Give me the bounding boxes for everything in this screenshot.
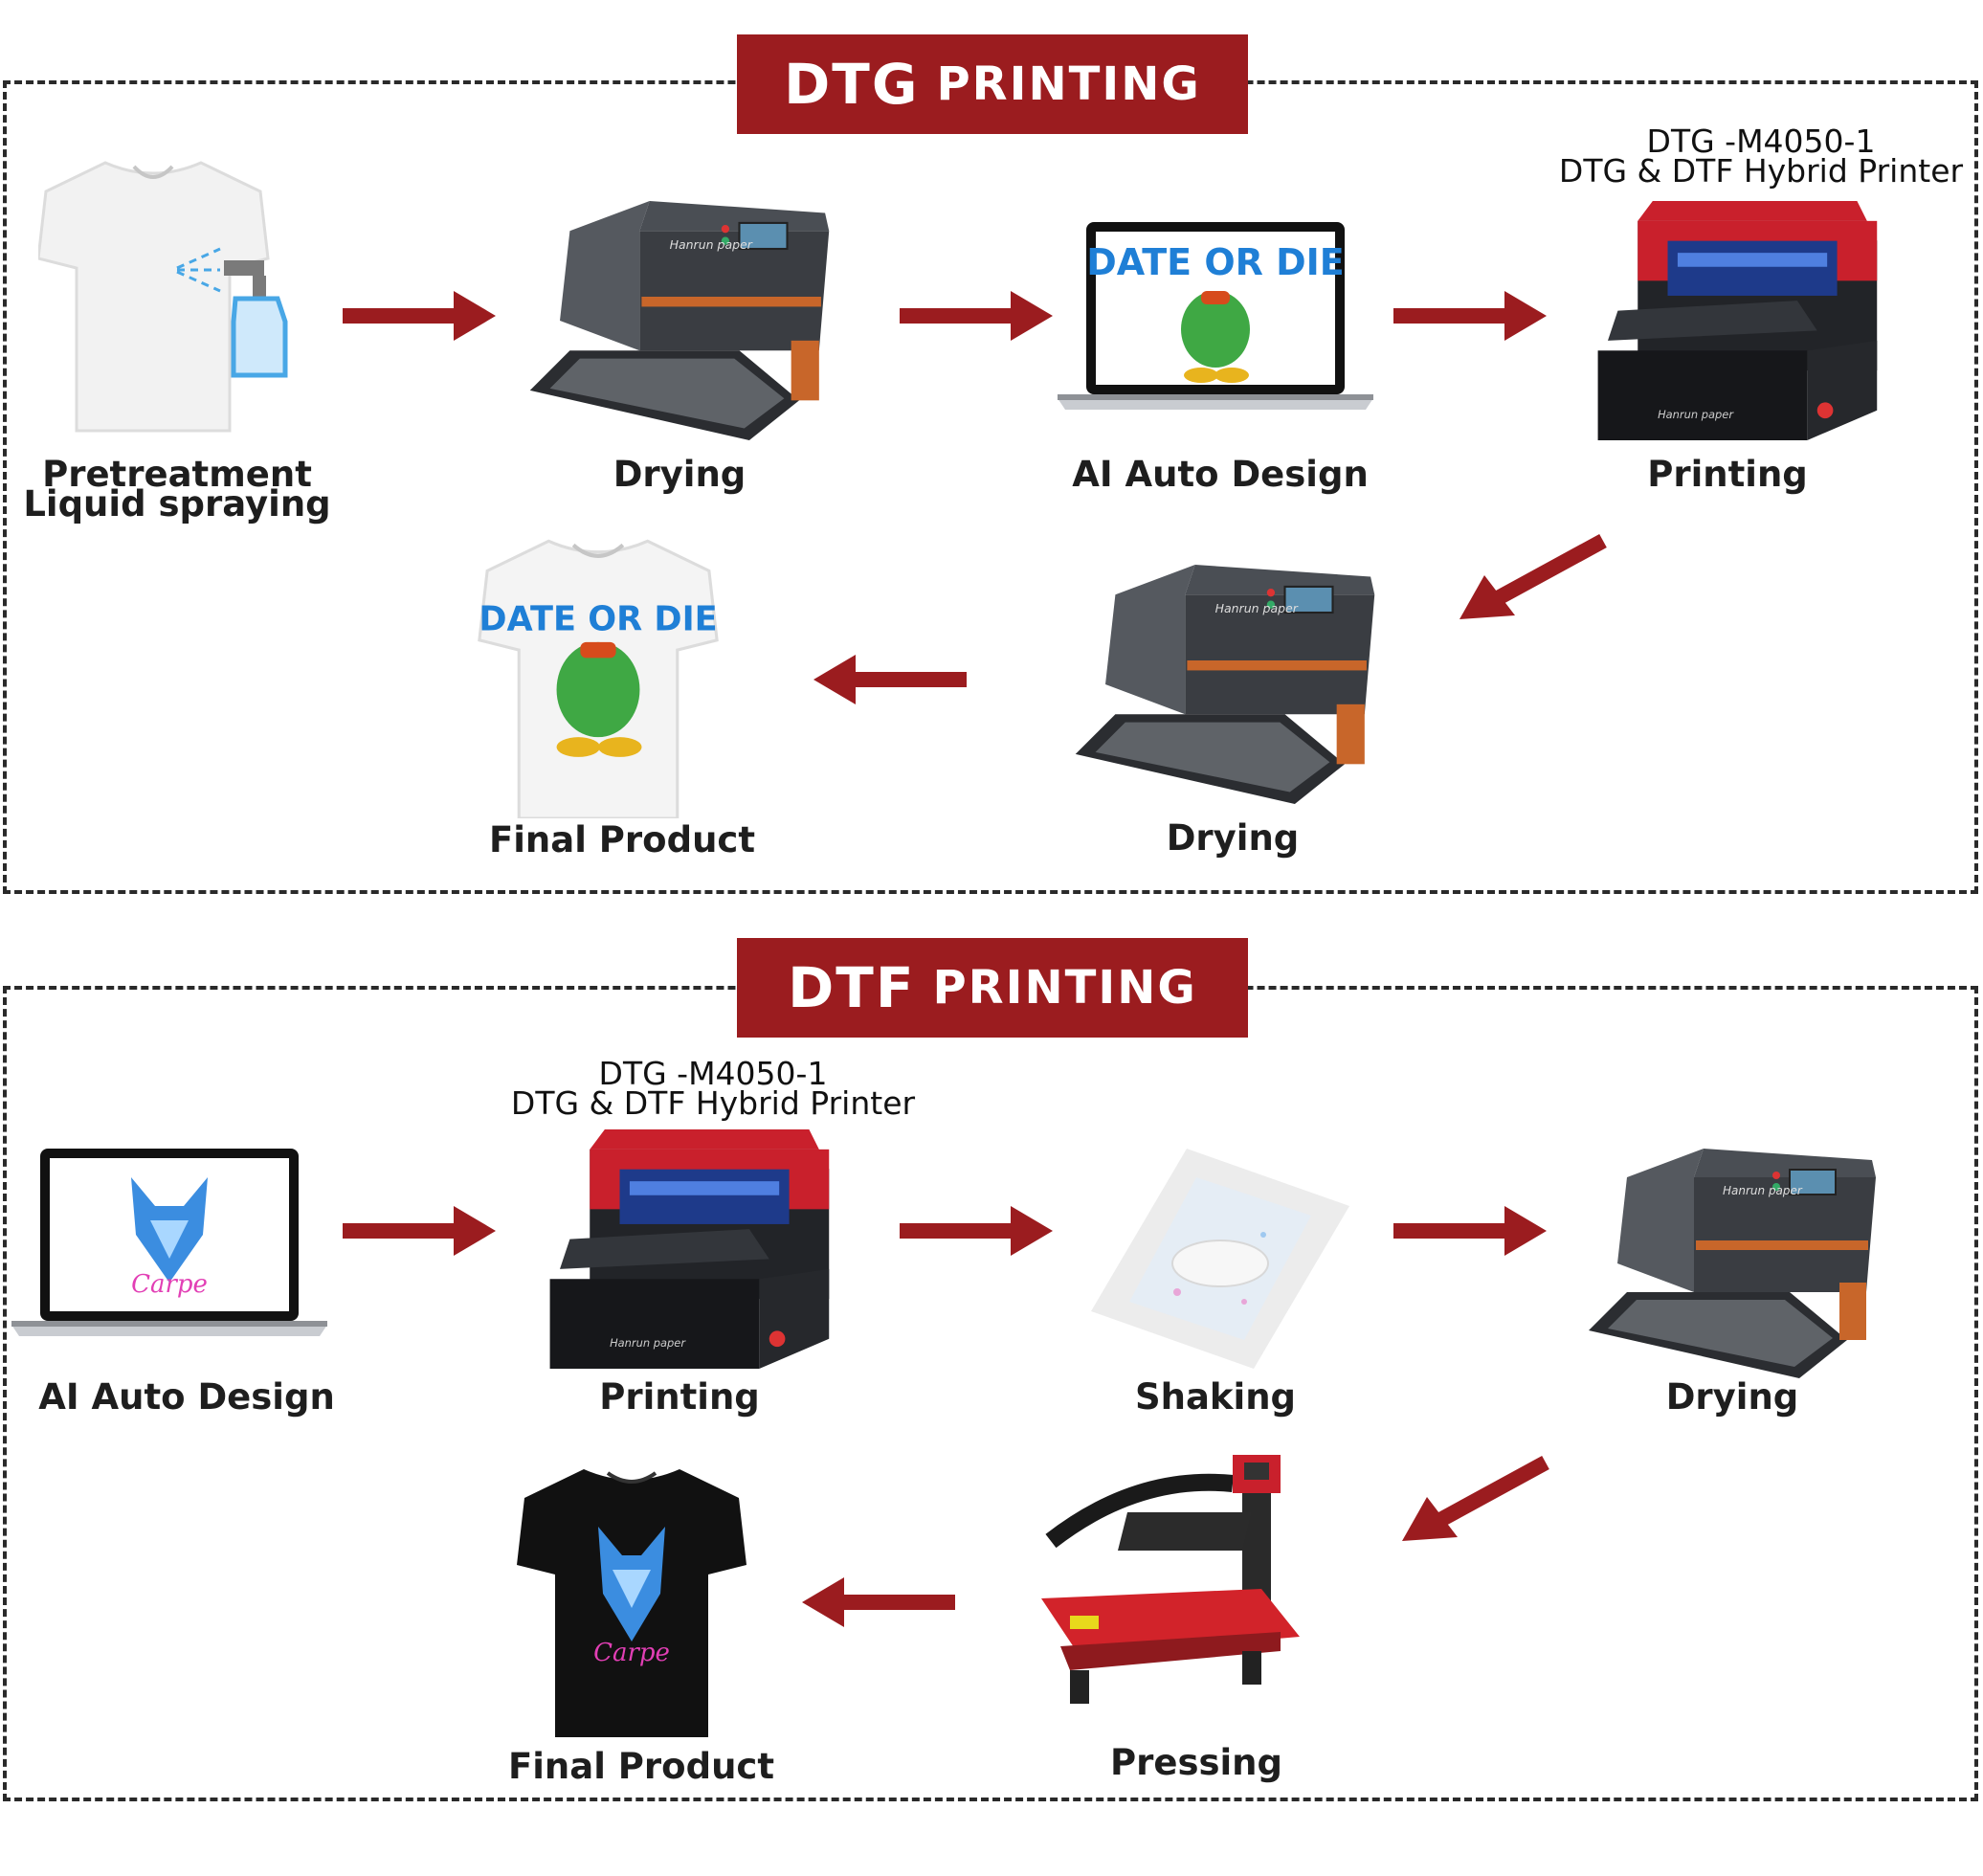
arrow-right-icon: [900, 1206, 1053, 1256]
svg-text:Carpe: Carpe: [131, 1270, 208, 1299]
dtf-step-drying-label: Drying: [1665, 1376, 1799, 1418]
hybrid-printer-image: [1597, 201, 1878, 440]
arrow-right-icon: [900, 291, 1053, 341]
dtg-step-drying-label: Drying: [613, 454, 746, 495]
svg-text:DATE OR DIE: DATE OR DIE: [479, 599, 717, 638]
dtf-title-bold: DTF: [788, 955, 916, 1020]
dtg-step-drying2-label: Drying: [1166, 817, 1300, 859]
dtg-printer-model: DTG -M4050-1 DTG & DTF Hybrid Printer: [1546, 123, 1976, 190]
dtg-title-banner: DTG PRINTING: [737, 34, 1248, 134]
laptop-crocodile-design-image: DATE OR DIE: [1058, 222, 1373, 410]
white-tshirt-printed-image: DATE OR DIE: [478, 539, 719, 818]
arrow-right-icon: [343, 291, 496, 341]
dtg-model-line1: DTG -M4050-1: [1646, 123, 1876, 160]
arrow-right-icon: [1393, 1206, 1547, 1256]
pretreatment-line1: Pretreatment: [42, 454, 312, 495]
dtf-printer-model: DTG -M4050-1 DTG & DTF Hybrid Printer: [498, 1055, 928, 1122]
dtf-model-line2: DTG & DTF Hybrid Printer: [510, 1084, 916, 1122]
dryer-machine-image: [1588, 1149, 1877, 1378]
dtf-step-final-label: Final Product: [507, 1746, 775, 1787]
arrow-right-icon: [1393, 291, 1547, 341]
dtf-step-printing-label: Printing: [599, 1376, 760, 1418]
dtf-title-banner: DTF PRINTING: [737, 938, 1248, 1038]
dtg-step-design-label: AI Auto Design: [1072, 454, 1369, 495]
dtg-step-printing-label: Printing: [1647, 454, 1808, 495]
svg-text:DATE OR DIE: DATE OR DIE: [1086, 241, 1345, 283]
dtf-step-design-label: AI Auto Design: [38, 1376, 335, 1418]
heat-press-image: [1041, 1455, 1300, 1704]
dtf-step-pressing-label: Pressing: [1109, 1742, 1282, 1783]
dtf-model-line1: DTG -M4050-1: [598, 1055, 828, 1092]
transfer-film-image: [1091, 1149, 1349, 1369]
white-tshirt-spray-image: [38, 161, 288, 433]
arrow-right-icon: [343, 1206, 496, 1256]
dtf-title-rest: PRINTING: [932, 961, 1197, 1015]
arrow-diagonal-icon: [1459, 531, 1613, 627]
arrow-left-icon: [802, 1577, 955, 1627]
svg-text:Carpe: Carpe: [593, 1639, 670, 1667]
pretreatment-line2: Liquid spraying: [23, 483, 331, 525]
dryer-machine-image: [1074, 565, 1376, 804]
dtg-step-pretreatment-label: Pretreatment Liquid spraying: [19, 454, 335, 525]
arrow-diagonal-icon: [1402, 1453, 1555, 1549]
hybrid-printer-image: [549, 1129, 830, 1369]
dtg-title-rest: PRINTING: [936, 57, 1201, 111]
dtf-step-shaking-label: Shaking: [1134, 1376, 1297, 1418]
black-tshirt-printed-image: Carpe: [517, 1469, 746, 1737]
dtg-title-bold: DTG: [784, 52, 920, 117]
dryer-machine-image: [528, 201, 831, 440]
dtg-model-line2: DTG & DTF Hybrid Printer: [1558, 152, 1964, 190]
dtg-step-final-label: Final Product: [488, 819, 756, 860]
arrow-left-icon: [813, 655, 967, 704]
laptop-wolf-design-image: Carpe: [11, 1149, 327, 1336]
